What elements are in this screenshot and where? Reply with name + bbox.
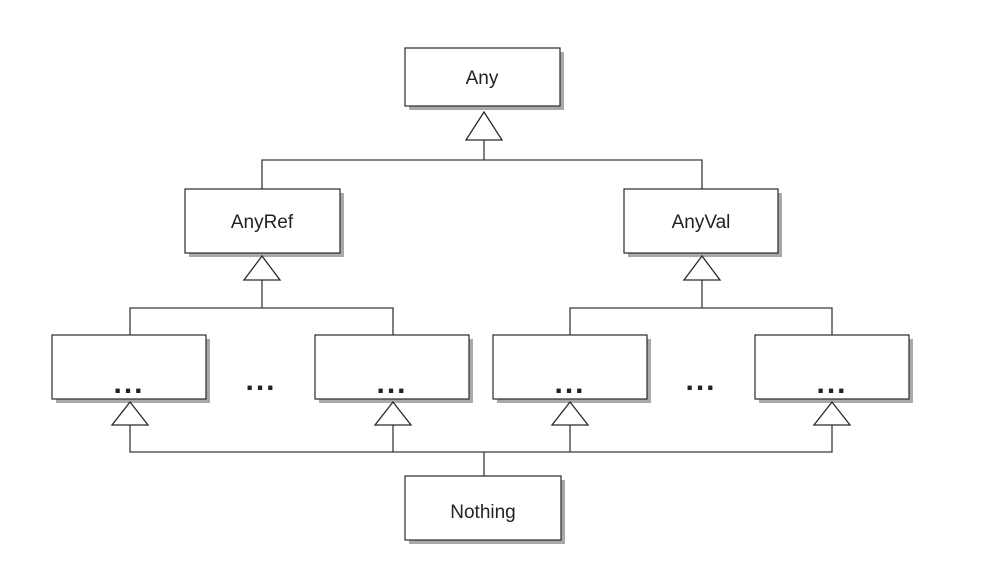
arrow-up-icon: [242, 254, 282, 281]
arrow-up-icon: [812, 400, 852, 426]
root-connector: [261, 140, 703, 189]
val-subtype-box-1: ...: [492, 334, 651, 403]
ref-gap-dots: ...: [245, 364, 276, 397]
val-subtype-box-2: ...: [754, 334, 913, 403]
any-node: Any: [404, 47, 564, 110]
arrow-up-icon: [373, 400, 413, 426]
anyref-label: AnyRef: [231, 212, 294, 233]
connectors: [129, 140, 833, 476]
inheritance-arrows: [110, 110, 852, 426]
anyval-label: AnyVal: [672, 212, 731, 233]
arrow-up-icon: [550, 400, 590, 426]
arrow-up-icon: [464, 110, 504, 141]
placeholder-dots: ...: [554, 367, 585, 400]
placeholder-dots: ...: [376, 367, 407, 400]
arrow-up-icon: [110, 400, 150, 426]
anyval-node: AnyVal: [623, 188, 782, 257]
anyval-connector: [569, 280, 833, 335]
any-label: Any: [466, 68, 499, 89]
placeholder-dots: ...: [816, 367, 847, 400]
nothing-label: Nothing: [450, 502, 516, 523]
anyref-connector: [129, 280, 394, 335]
val-gap-dots: ...: [685, 364, 716, 397]
ref-subtype-box-2: ...: [314, 334, 473, 403]
ref-subtype-box-1: ...: [51, 334, 210, 403]
nothing-connector: [129, 425, 833, 476]
placeholder-dots: ...: [113, 367, 144, 400]
anyref-node: AnyRef: [184, 188, 344, 257]
nothing-node: Nothing: [404, 475, 565, 544]
arrow-up-icon: [682, 254, 722, 281]
